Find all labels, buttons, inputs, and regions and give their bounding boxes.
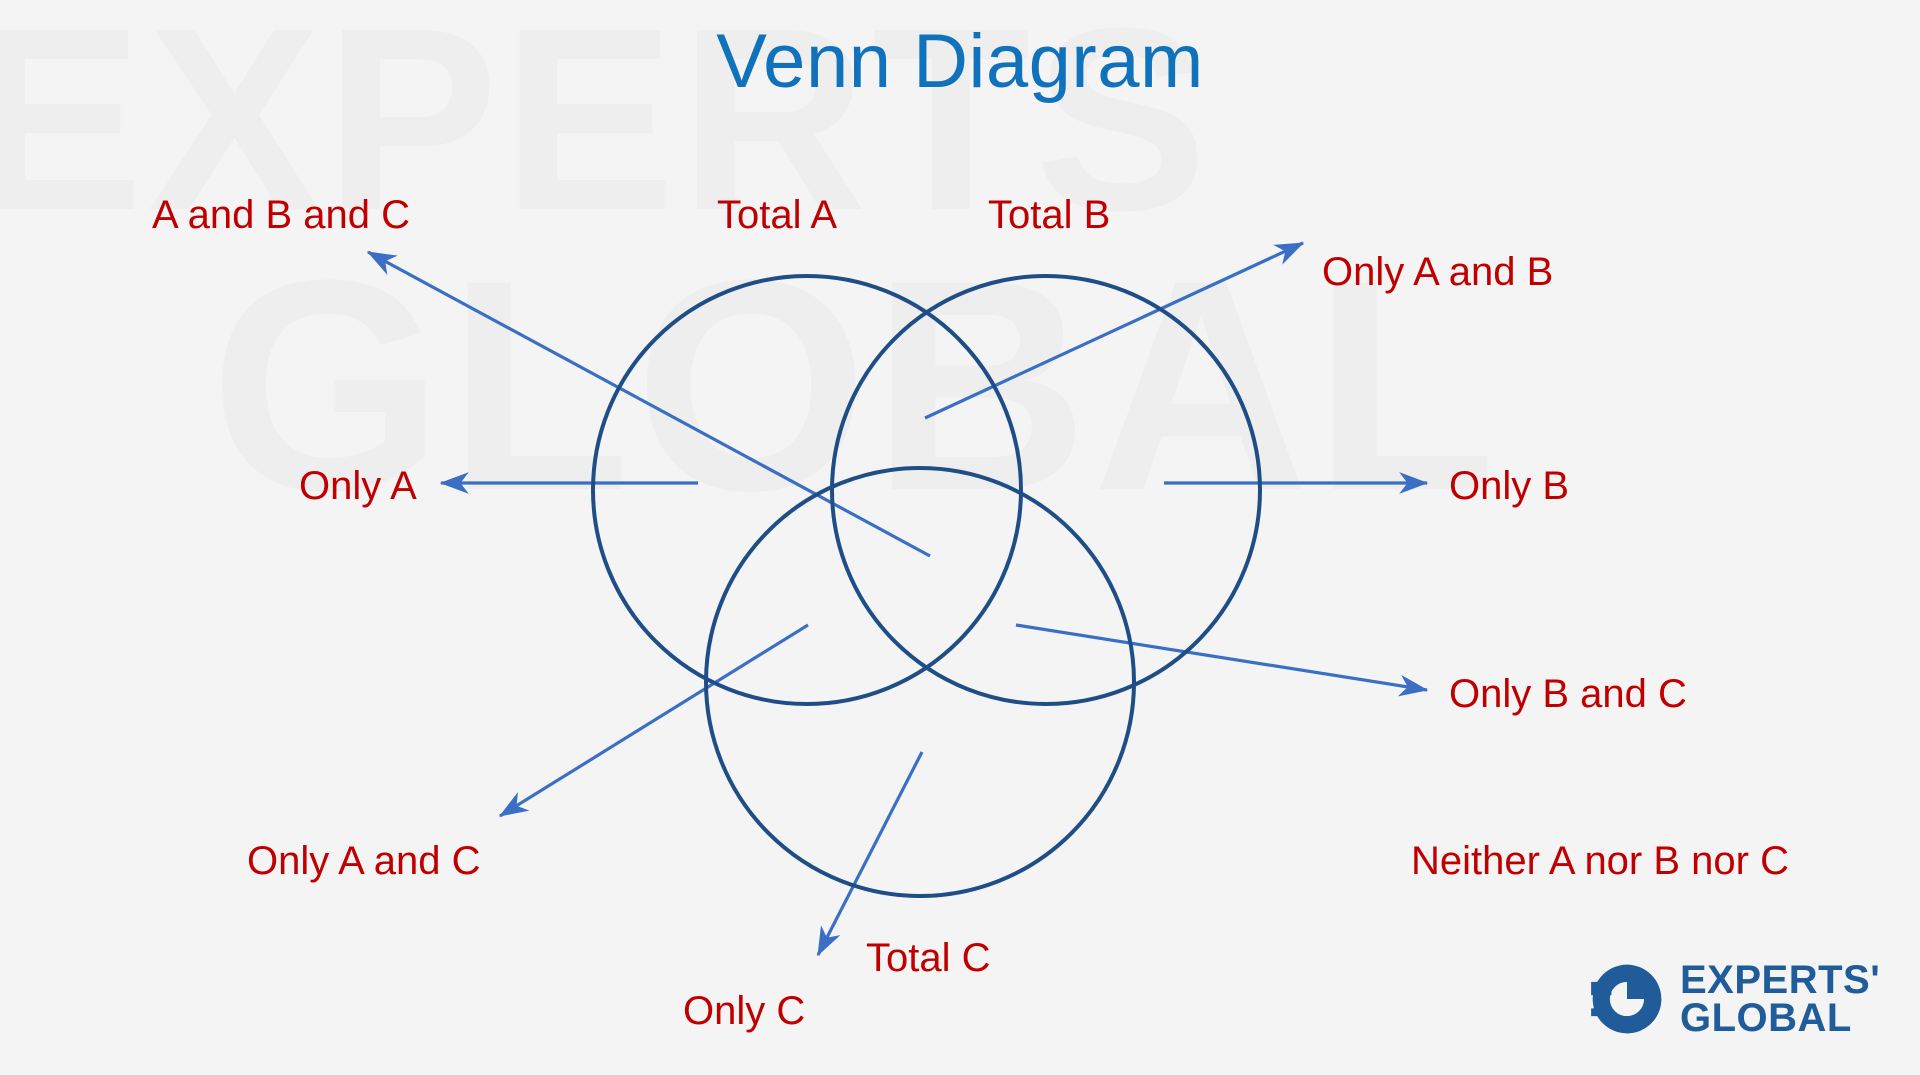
experts-global-logo-text: EXPERTS' GLOBAL: [1680, 957, 1881, 1040]
venn-label-neither: Neither A nor B nor C: [1411, 839, 1789, 883]
venn-label-only-c: Only C: [683, 989, 806, 1033]
logo-line-2: GLOBAL: [1680, 996, 1852, 1040]
venn-label-only-a-and-c: Only A and C: [247, 839, 481, 883]
venn-circle-a: [591, 274, 1023, 706]
venn-label-only-b: Only B: [1449, 464, 1570, 508]
venn-circle-b: [830, 274, 1262, 706]
logo-line-1: EXPERTS': [1680, 957, 1881, 1002]
arrow-only-b-and-c: [1015, 623, 1429, 697]
experts-global-logo-mark: [1591, 964, 1662, 1034]
venn-label-total-a: Total A: [717, 193, 838, 237]
arrow-only-a-and-b: [924, 241, 1305, 420]
circle-layer: [591, 274, 1262, 898]
arrow-a-and-b-and-c: [366, 250, 931, 558]
page-title: Venn Diagram: [716, 19, 1204, 104]
venn-label-a-and-b-and-c: A and B and C: [152, 193, 410, 237]
arrow-only-a-and-c: [498, 623, 809, 818]
venn-label-total-b: Total B: [988, 193, 1111, 237]
connector-layer: [366, 241, 1429, 957]
experts-global-logo: EXPERTS' GLOBAL: [1588, 957, 1881, 1040]
venn-label-only-a-and-b: Only A and B: [1322, 250, 1554, 294]
venn-label-only-a: Only A: [299, 464, 417, 508]
arrow-only-c: [816, 751, 924, 957]
venn-label-only-b-and-c: Only B and C: [1449, 672, 1687, 716]
venn-label-total-c: Total C: [866, 936, 991, 980]
venn-circle-c: [704, 466, 1136, 898]
